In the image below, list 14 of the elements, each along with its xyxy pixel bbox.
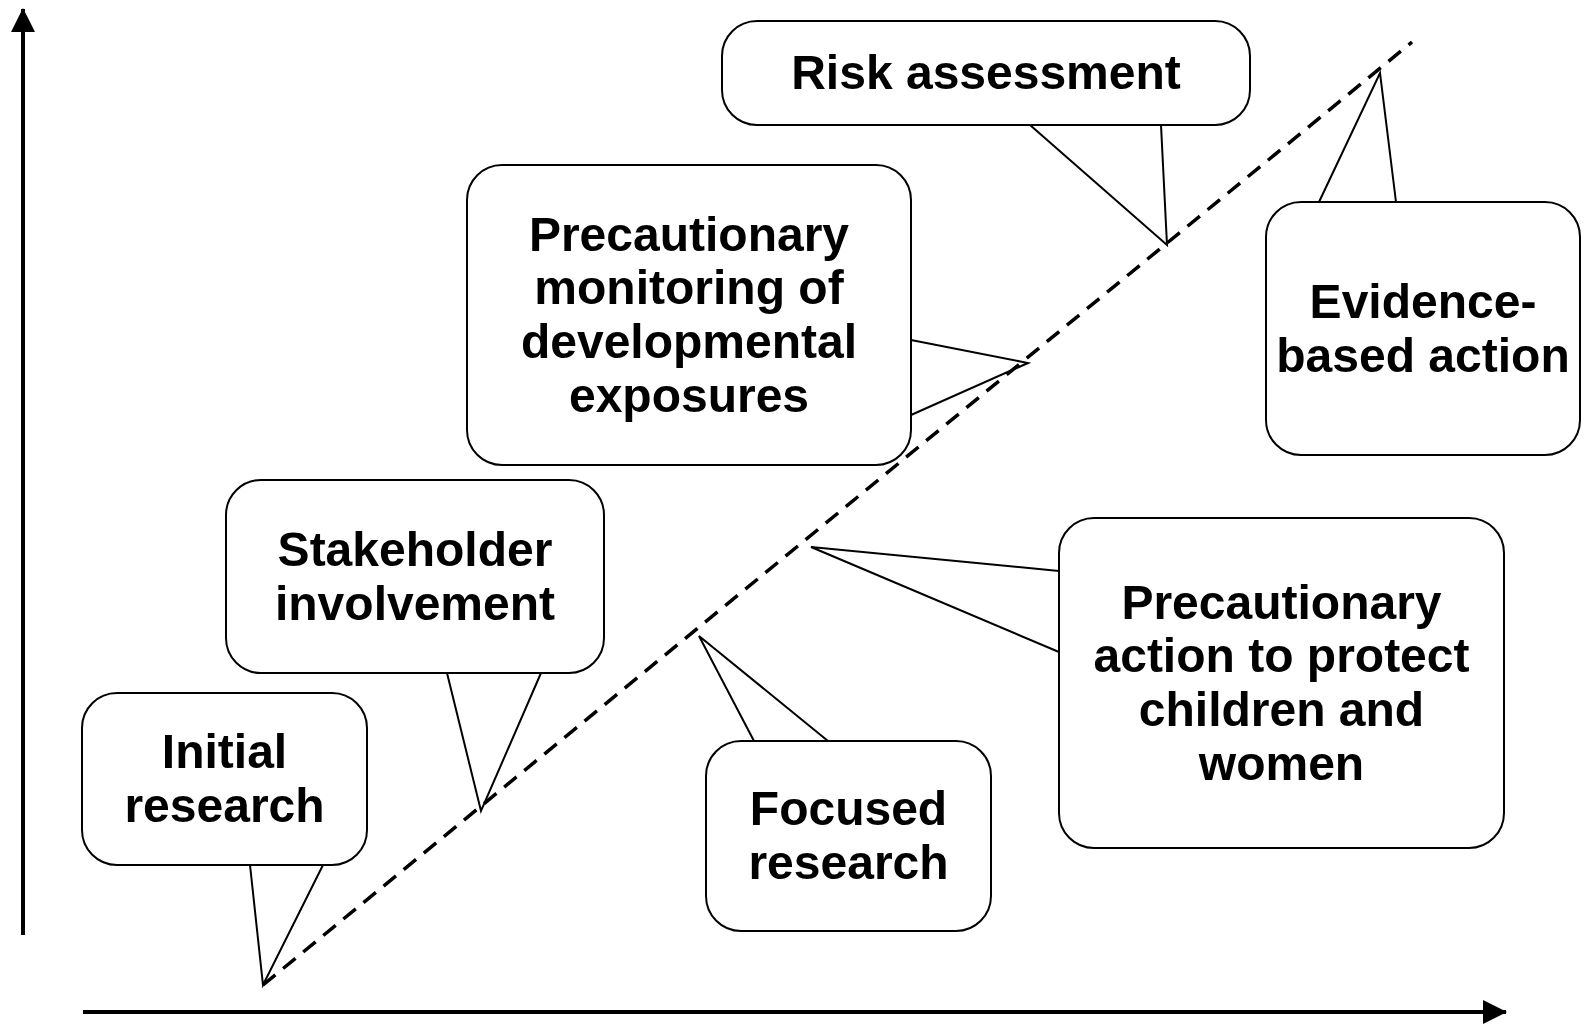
callout-bubble (81, 692, 368, 866)
callout-bubble (705, 740, 992, 932)
callout-bubble (1058, 517, 1505, 849)
callout-text: Evidence-based action (1275, 274, 1571, 383)
callout-text: Precautionary action to protect children and women (1092, 575, 1471, 791)
callout-text: Stakeholder involvement (273, 522, 557, 631)
callout-bubble (721, 20, 1251, 126)
callout-text: Precautionary monitoring of developmental exposures (519, 207, 859, 423)
callout-bubble (1265, 201, 1581, 456)
callout-bubble (466, 164, 912, 466)
callout-bubble (225, 479, 605, 674)
callout-text: Risk assessment (791, 46, 1181, 100)
callout-text: Initial research (123, 725, 326, 833)
callout-text: Focused research (747, 782, 950, 890)
